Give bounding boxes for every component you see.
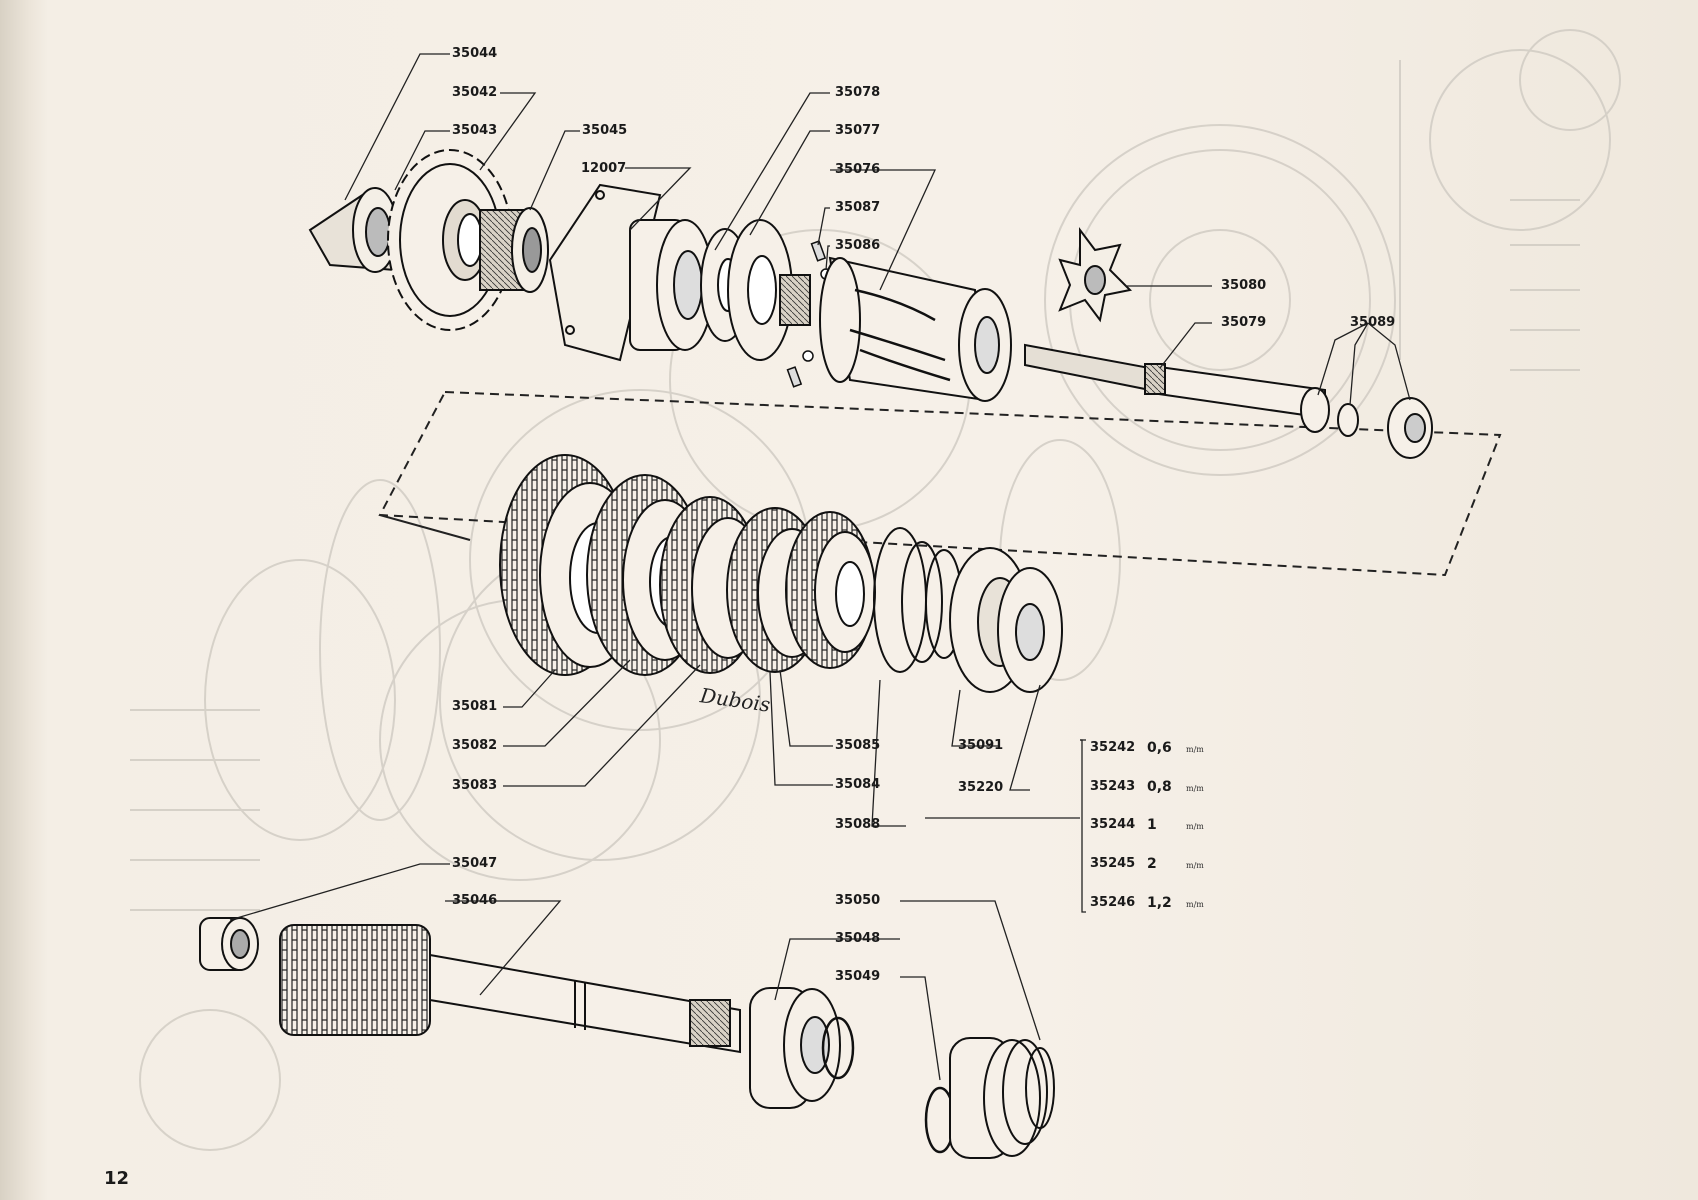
- callout-35078: 35078: [835, 85, 881, 100]
- shim-value: 0,6: [1147, 740, 1172, 756]
- cluster-shaft-35046: [279, 924, 741, 1054]
- callout-35076: 35076: [835, 162, 881, 177]
- callout-35077: 35077: [835, 123, 881, 138]
- gear-35085: [785, 511, 876, 669]
- shim-ref: 35245: [1090, 856, 1136, 871]
- callout-35044: 35044: [452, 46, 498, 61]
- callout-35089: 35089: [1350, 315, 1396, 330]
- shim-value: 1: [1147, 817, 1157, 833]
- bearing-35048: [749, 987, 841, 1109]
- selector-drum-35076: [779, 256, 1012, 402]
- shim-unit: m/m: [1186, 745, 1204, 754]
- leader-lines: [229, 53, 1411, 1081]
- shim-unit: m/m: [1186, 861, 1204, 870]
- bearing-35050: [949, 1037, 1055, 1159]
- dashed-assembly-outline: [378, 390, 1502, 577]
- shim-ref: 35242: [1090, 740, 1136, 755]
- shim-value: 1,2: [1147, 895, 1172, 911]
- callout-35220: 35220: [958, 780, 1004, 795]
- shim-value: 0,8: [1147, 779, 1172, 795]
- callout-35080: 35080: [1221, 278, 1267, 293]
- callout-35042: 35042: [452, 85, 498, 100]
- spacer-35045: [479, 207, 549, 293]
- callout-35083: 35083: [452, 778, 498, 793]
- callout-35084: 35084: [835, 777, 881, 792]
- shim-value: 2: [1147, 856, 1157, 872]
- callout-35086: 35086: [835, 238, 881, 253]
- callout-35085: 35085: [835, 738, 881, 753]
- star-cam-35080: [1058, 227, 1133, 323]
- shim-ref: 35243: [1090, 779, 1136, 794]
- shim-ref: 35244: [1090, 817, 1136, 832]
- shims-35088: [873, 527, 963, 673]
- shim-ref: 35246: [1090, 895, 1136, 910]
- callout-35045: 35045: [582, 123, 628, 138]
- washer-35077: [700, 219, 793, 361]
- callout-35081: 35081: [452, 699, 498, 714]
- parts-35089: [1300, 387, 1433, 459]
- callout-35049: 35049: [835, 969, 881, 984]
- seal-35220: [997, 567, 1063, 693]
- callout-35088: 35088: [835, 817, 881, 832]
- page-number: 12: [104, 1168, 130, 1189]
- callout-35050: 35050: [835, 893, 881, 908]
- callout-35082: 35082: [452, 738, 498, 753]
- selector-shaft-35079: [1024, 343, 1326, 420]
- callout-35079: 35079: [1221, 315, 1267, 330]
- callout-35048: 35048: [835, 931, 881, 946]
- shim-unit: m/m: [1186, 784, 1204, 793]
- callout-35043: 35043: [452, 123, 498, 138]
- bearing-35078: [629, 219, 714, 351]
- callout-12007: 12007: [581, 161, 627, 176]
- book-spine: [0, 0, 48, 1200]
- shim-unit: m/m: [1186, 822, 1204, 831]
- callout-35091: 35091: [958, 738, 1004, 753]
- bushing-35047: [199, 917, 259, 971]
- callout-35046: 35046: [452, 893, 498, 908]
- nut-35044: [308, 187, 398, 273]
- callout-35087: 35087: [835, 200, 881, 215]
- shim-unit: m/m: [1186, 900, 1204, 909]
- callout-35047: 35047: [452, 856, 498, 871]
- outline-lower-solid: [379, 514, 471, 541]
